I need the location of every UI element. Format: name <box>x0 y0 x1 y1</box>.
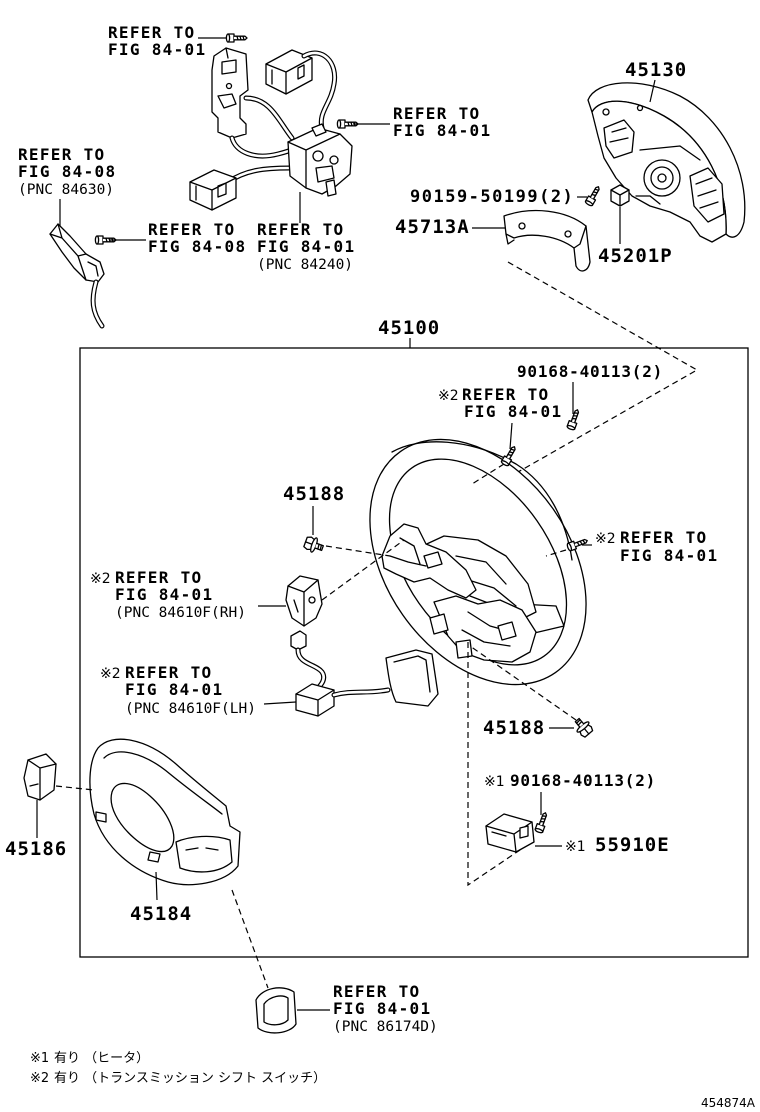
spiral-cable-switch-drawing <box>287 123 353 197</box>
wheel-screw-right-mark: ※2 <box>595 531 616 547</box>
screw-90168 <box>565 407 582 432</box>
part-number-45188-upper: 45188 <box>283 483 345 505</box>
part-number-45186: 45186 <box>5 838 67 860</box>
heater-ecu-55910e-drawing <box>485 813 535 853</box>
lever-bolt-refer-label: REFER TO <box>148 220 235 239</box>
part-number-45184: 45184 <box>130 903 192 925</box>
note-2-mark: ※2 <box>30 1071 49 1086</box>
combination-lever-drawing <box>49 223 105 329</box>
wheel-screw-upper-mark: ※2 <box>438 388 459 404</box>
paddle-rh-mark: ※2 <box>90 571 111 587</box>
part-number-90168-40113: 90168-40113(2) <box>517 362 663 381</box>
harness-bolt-fig-label: FIG 84-01 <box>108 40 206 59</box>
heater-screw <box>533 810 550 835</box>
paddle-rh-refer-label: REFER TO <box>115 568 202 587</box>
dashed-assembly-line <box>231 889 269 989</box>
part-number-90159-50199: 90159-50199(2) <box>410 187 574 207</box>
dashed-assembly-line <box>55 785 95 791</box>
dashed-assembly-line <box>471 463 505 485</box>
part-number-45130: 45130 <box>625 59 687 81</box>
lower-cover-switch-drawing <box>255 987 297 1034</box>
paddle-lh-mark: ※2 <box>100 666 121 682</box>
dashed-assembly-line <box>469 645 577 721</box>
leader-line <box>263 701 297 705</box>
lever-bolt-fig-label: FIG 84-08 <box>148 237 246 256</box>
dashed-assembly-line <box>545 549 567 557</box>
harness-bracket-drawing <box>211 47 249 139</box>
cover-45184-drawing <box>89 738 241 886</box>
switch-bolt-refer-label: REFER TO <box>393 104 480 123</box>
airbag-module-drawing <box>587 82 746 243</box>
harness-connector-top <box>265 49 313 95</box>
paddle-rh-pnc-label: (PNC 84610F(RH) <box>115 605 246 621</box>
figure-code: 454874A <box>701 1096 756 1110</box>
leader-line <box>649 79 656 103</box>
paddle-lh-fig-label: FIG 84-01 <box>125 680 223 699</box>
paddle-lh-refer-label: REFER TO <box>125 663 212 682</box>
lower-switch-refer-label: REFER TO <box>333 982 420 1001</box>
paddle-rh-fig-label: FIG 84-01 <box>115 585 213 604</box>
wheel-screw-upper-refer-label: REFER TO <box>462 385 549 404</box>
lower-switch-fig-label: FIG 84-01 <box>333 999 431 1018</box>
paddle-switch-lh-drawing <box>290 630 439 717</box>
part-number-45201p: 45201P <box>598 245 673 267</box>
harness-bolt <box>225 33 248 43</box>
harness-bolt-refer-label: REFER TO <box>108 23 195 42</box>
wheel-screw-upper-fig-label: FIG 84-01 <box>464 402 562 421</box>
harness-wires <box>225 50 338 185</box>
cover-45186-drawing <box>23 753 57 801</box>
part-number-55910e: 55910E <box>595 834 670 856</box>
spiral-cable-refer-label: REFER TO <box>257 220 344 239</box>
wheel-screw-right-fig-label: FIG 84-01 <box>620 546 718 565</box>
nut-45201p-drawing <box>610 184 630 207</box>
note-1-mark: ※1 <box>30 1051 49 1066</box>
part-number-heater-screw: 90168-40113(2) <box>510 771 656 790</box>
part-number-45100: 45100 <box>378 317 440 339</box>
steering-wheel-drawing <box>369 438 587 686</box>
lever-pnc-label: (PNC 84630) <box>18 182 114 198</box>
dashed-assembly-line <box>321 539 405 601</box>
switch-bolt-fig-label: FIG 84-01 <box>393 121 491 140</box>
dashed-assembly-line <box>325 545 391 557</box>
assembly-frame <box>79 347 749 958</box>
part-number-45188-lower: 45188 <box>483 717 545 739</box>
spiral-cable-fig-label: FIG 84-01 <box>257 237 355 256</box>
heater-screw-mark: ※1 <box>484 774 505 790</box>
note-2-text: 有り （トランスミッション シフト スイッチ） <box>54 1071 326 1086</box>
paddle-switch-rh-drawing <box>285 575 323 627</box>
lever-fig-label: FIG 84-08 <box>18 162 116 181</box>
wheel-screw-right-refer-label: REFER TO <box>620 528 707 547</box>
note-1-text: 有り （ヒータ） <box>54 1051 149 1066</box>
leader-line <box>155 871 158 901</box>
bracket-45713a-drawing <box>503 209 591 272</box>
spiral-cable-pnc-label: (PNC 84240) <box>257 257 353 273</box>
bolt-45188-upper <box>302 534 326 556</box>
lever-refer-label: REFER TO <box>18 145 105 164</box>
harness-connector-lower <box>189 169 237 211</box>
dashed-assembly-line <box>489 261 699 489</box>
paddle-lh-pnc-label: (PNC 84610F(LH) <box>125 701 256 717</box>
dashed-assembly-line <box>467 642 521 887</box>
part-number-45713a: 45713A <box>395 216 470 238</box>
leader-line <box>509 422 513 450</box>
lower-switch-pnc-label: (PNC 86174D) <box>333 1019 438 1035</box>
screw-90159 <box>584 184 603 208</box>
paddle-lh-connector <box>290 630 307 651</box>
heater-ecu-mark: ※1 <box>565 839 586 855</box>
